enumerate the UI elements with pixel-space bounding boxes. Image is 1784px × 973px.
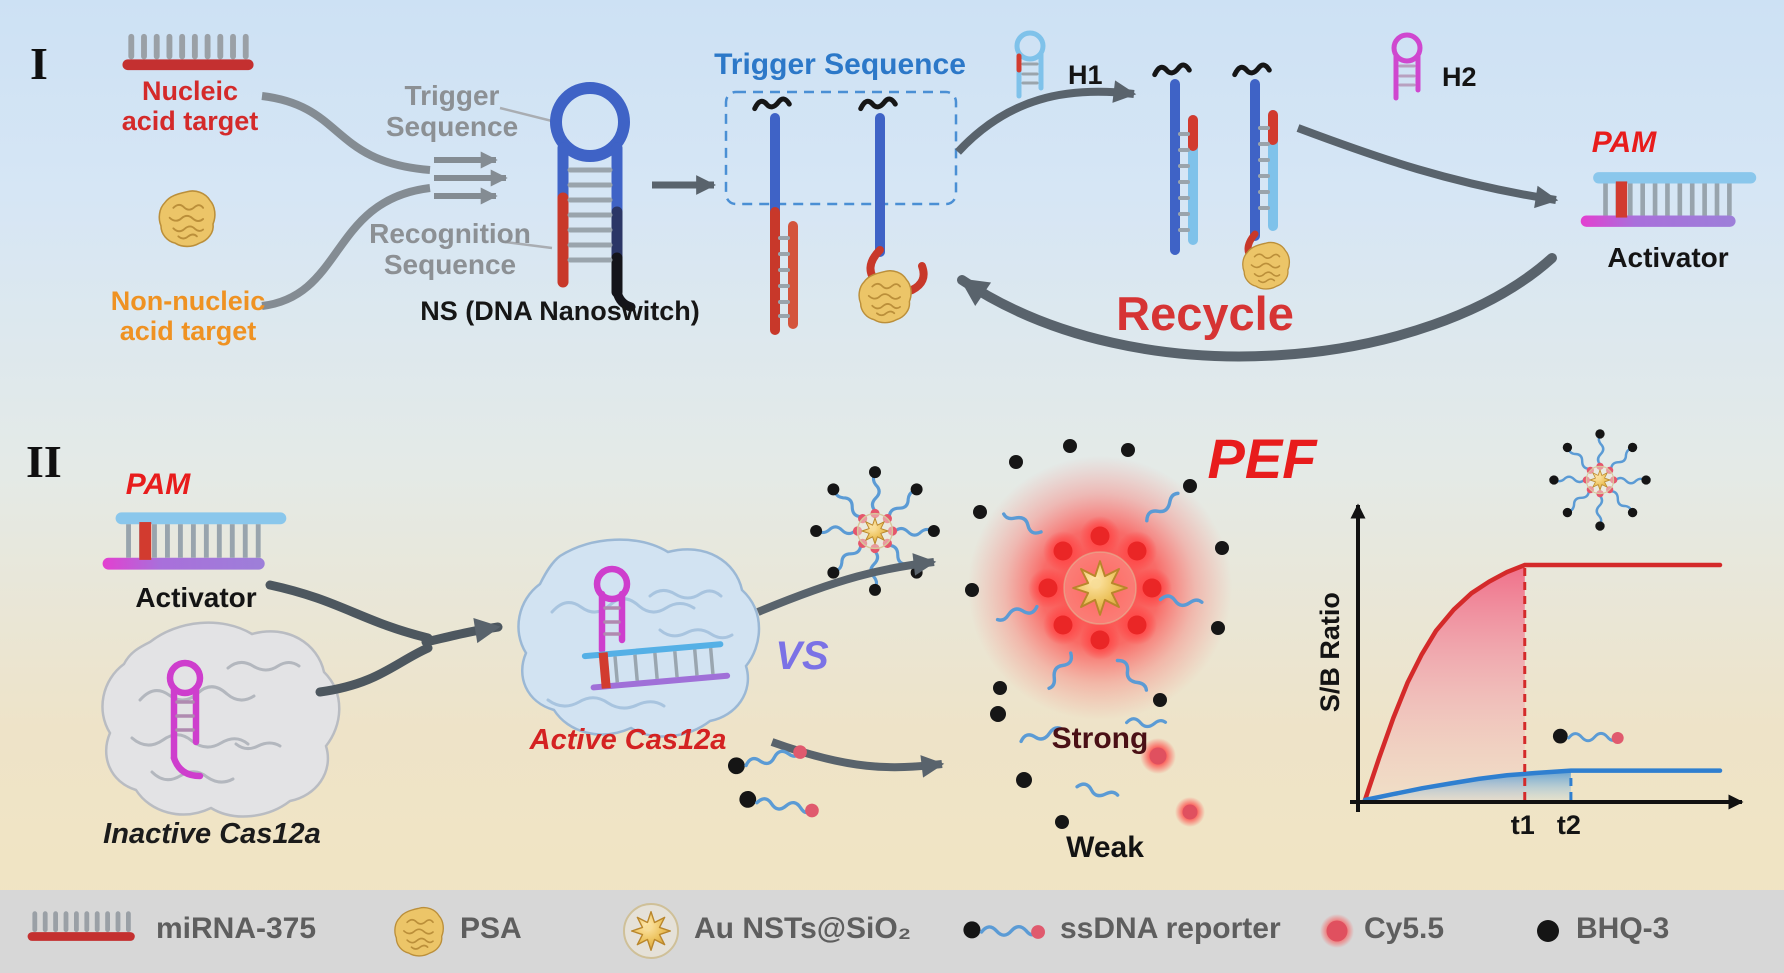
arrow-to-activator [1296,124,1559,209]
pam-label-1: PAM [1591,126,1657,159]
legend-bar [0,890,1784,973]
legend-icons [27,903,1559,959]
converging-arrows [261,92,508,310]
inactive-cas12a-label: Inactive Cas12a [103,818,321,850]
weak-label: Weak [1066,831,1144,864]
crrna-hairpin-icon [166,659,204,780]
panel-1 [122,30,1756,362]
ssdna-reporter-icon [962,919,1047,941]
chart-blue-curve [1362,768,1723,803]
h1-complex [1155,65,1291,290]
dna-nanoswitch-icon [550,82,636,312]
chart-red-curve [1362,562,1723,803]
trigger-sequence-dashed-box [724,90,958,206]
legend-label-psa: PSA [460,912,522,945]
panel2-numeral: II [26,436,62,487]
h2-hairpin-icon [1391,32,1423,101]
nucleic-acid-target-icon [122,33,254,71]
recognition-sequence-label: Recognition Sequence [369,218,531,281]
label-pointer-lines [499,106,557,250]
recycle-label: Recycle [1116,287,1294,340]
opened-nanoswitch-left [755,99,798,335]
legend-label-cy55: Cy5.5 [1364,912,1445,945]
panel-2 [101,429,1744,829]
panel1-numeral: I [30,38,48,89]
cy55-dye-icon [1320,914,1354,948]
recycle-arrow [957,253,1557,362]
pef-label: PEF [1207,427,1317,490]
active-cas12a-label: Active Cas12a [529,724,727,756]
activator-duplex-1 [1581,172,1756,227]
activator-duplex-2 [103,512,287,569]
gold-nanostar-icon [623,903,679,959]
chart-reporter-icon [1552,727,1626,746]
chart-blue-fill [1365,770,1571,800]
bhq3-quencher-icon [1537,920,1559,942]
trigger-sequence-label: Trigger Sequence [385,80,519,143]
strong-label: Strong [1051,722,1149,755]
pam-label-2: PAM [125,468,191,501]
psa-target-icon [158,190,216,248]
legend-label-bhq3: BHQ-3 [1576,912,1670,945]
h2-label: H2 [1442,62,1477,92]
vs-label: VS [775,634,829,678]
pef-glow [965,439,1232,720]
vs-top-arrow [756,553,937,616]
h1-label: H1 [1068,60,1103,90]
released-reporters-weak [990,706,1205,829]
activator-label-2: Activator [135,582,257,613]
chart-red-fill [1365,565,1525,800]
inactive-cas12a-blob [101,621,341,818]
nucleic-acid-target-label: Nucleic acid target [121,76,259,137]
chart-nanoprobe-icon [1549,429,1651,531]
released-bhq-dots [965,439,1229,707]
intact-reporters [724,738,822,820]
arrow-box-to-h1-complex [955,80,1137,155]
chart [1350,429,1744,812]
mirna-duplex-icon [27,911,135,941]
crrna-hairpin-icon [593,565,631,654]
legend-label-aunsts: Au NSTs@SiO₂ [694,912,912,945]
quenched-nanoprobe-icon [810,466,940,596]
legend-label-mirna: miRNA-375 [156,912,317,945]
opened-nanoswitch-right [859,99,928,324]
non-nucleic-acid-target-label: Non-nucleic acid target [110,286,266,347]
chart-y-axis-label: S/B Ratio [1314,592,1345,713]
active-cas12a-blob [517,538,761,738]
merge-arrows [265,580,503,697]
psa-protein-icon [394,906,445,957]
legend-label-ssdna: ssDNA reporter [1060,912,1281,945]
bound-activator-strand [581,641,731,691]
nanoswitch-label: NS (DNA Nanoswitch) [420,296,700,326]
h1-hairpin-icon [1014,30,1046,99]
chart-tick-t1: t1 [1510,810,1535,840]
trigger-sequence-box-label: Trigger Sequence [714,48,966,81]
activator-label-1: Activator [1607,242,1729,273]
chart-tick-t2: t2 [1556,810,1581,840]
